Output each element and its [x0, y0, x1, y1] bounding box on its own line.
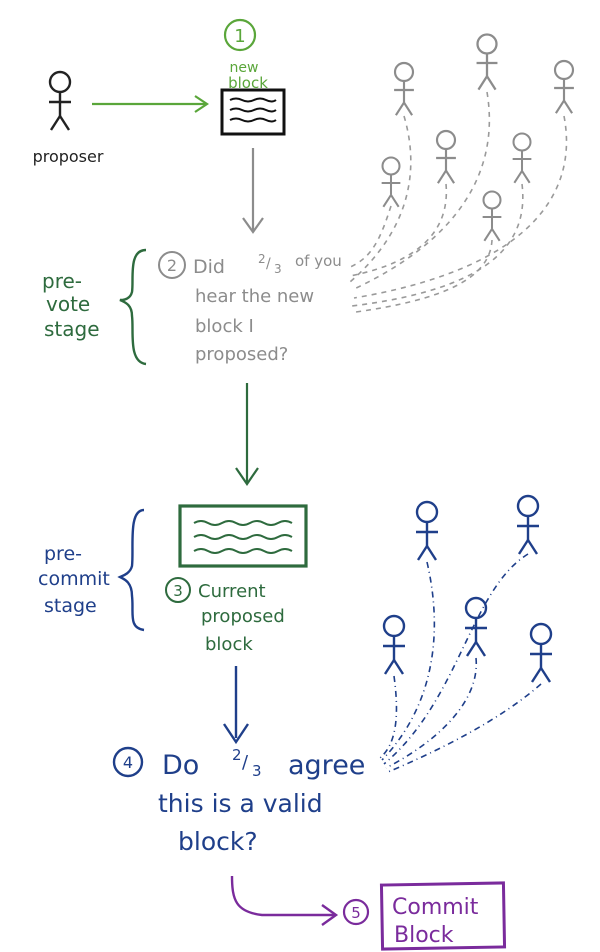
proposer-label: proposer	[33, 147, 104, 166]
prevote-stage-line3: stage	[44, 317, 100, 341]
step4-fraction-num: 2	[232, 746, 242, 764]
precommit-validators	[381, 494, 554, 684]
prevote-stage-line2: vote	[46, 292, 90, 316]
step4-fraction-slash: /	[242, 752, 249, 773]
precommit-text-line1: Current	[198, 581, 266, 602]
step4-text-line1-rest: agree	[288, 750, 365, 781]
validator-figure	[381, 614, 407, 676]
precommit-to-step4-arrow	[223, 666, 249, 745]
step-5-circle: 5	[342, 898, 370, 926]
validator-figure	[380, 156, 402, 208]
prevote-text-line3: block I	[195, 316, 254, 337]
prevote-text-line4: proposed?	[195, 344, 288, 365]
step-5-number: 5	[351, 904, 361, 922]
new-block-icon	[220, 88, 286, 136]
validator-figure	[511, 132, 533, 184]
step4-text-line2: this is a valid	[158, 789, 323, 818]
prevote-brace	[119, 248, 147, 366]
prevote-validators	[380, 33, 575, 242]
validator-figure	[528, 622, 554, 684]
current-proposed-block-label: Current proposed block	[198, 581, 285, 655]
commit-block-text-line1: Commit	[392, 895, 479, 920]
precommit-stage-label: pre- commit stage	[38, 543, 110, 617]
precommit-text-line2: proposed	[201, 606, 285, 627]
step-1-circle: 1	[223, 18, 257, 52]
new-block-label-line1: new	[230, 60, 259, 76]
step4-fraction-den: 3	[252, 762, 262, 780]
precommit-stage-line1: pre-	[44, 543, 82, 565]
step4-text-line1: Do	[162, 750, 199, 781]
commit-block-box: Commit Block	[379, 881, 507, 951]
validator-figure	[393, 61, 415, 117]
validator-figure	[481, 190, 503, 242]
step-4-circle: 4	[112, 746, 144, 778]
step-1-number: 1	[234, 26, 245, 47]
prevote-fraction-den: 3	[274, 262, 282, 276]
prevote-question: Did 2 / 3 of you hear the new block I pr…	[193, 252, 342, 365]
commit-block-text-line2: Block	[394, 923, 454, 948]
step4-to-commit-arrow	[230, 875, 339, 926]
precommit-block-icon	[178, 504, 308, 568]
validator-figure	[553, 59, 575, 115]
prevote-text-line2: hear the new	[195, 286, 314, 307]
validator-figure	[435, 129, 457, 185]
block-to-prevote-arrow	[242, 148, 264, 234]
step-2-circle: 2	[158, 251, 186, 279]
validator-figure	[414, 500, 440, 562]
new-block-label-line2: block	[228, 74, 268, 92]
step4-question: Do 2 / 3 agree this is a valid block?	[158, 746, 365, 856]
precommit-stage-line2: commit	[38, 568, 110, 590]
validator-figure	[515, 494, 541, 556]
precommit-vote-lines	[379, 553, 542, 773]
step-2-number: 2	[167, 256, 177, 275]
step4-text-line3: block?	[178, 827, 258, 856]
precommit-stage-line3: stage	[44, 595, 97, 617]
prevote-text-line1: Did	[193, 256, 225, 278]
prevote-stage-line1: pre-	[42, 269, 82, 293]
validator-figure	[463, 596, 489, 658]
prevote-to-precommit-arrow	[235, 383, 259, 486]
prevote-vote-lines	[347, 91, 568, 313]
precommit-brace	[117, 508, 145, 632]
prevote-stage-label: pre- vote stage	[42, 269, 100, 341]
prevote-fraction-num: 2	[258, 252, 266, 266]
precommit-text-line3: block	[205, 634, 253, 655]
validator-figure	[475, 33, 499, 91]
step-4-number: 4	[123, 753, 133, 772]
step-3-number: 3	[173, 582, 183, 600]
proposer-to-block-arrow	[92, 95, 209, 113]
prevote-text-line1-rest: of you	[295, 252, 342, 270]
step-3-circle: 3	[165, 577, 191, 603]
proposer-figure	[47, 70, 73, 132]
prevote-fraction-slash: /	[266, 256, 271, 272]
